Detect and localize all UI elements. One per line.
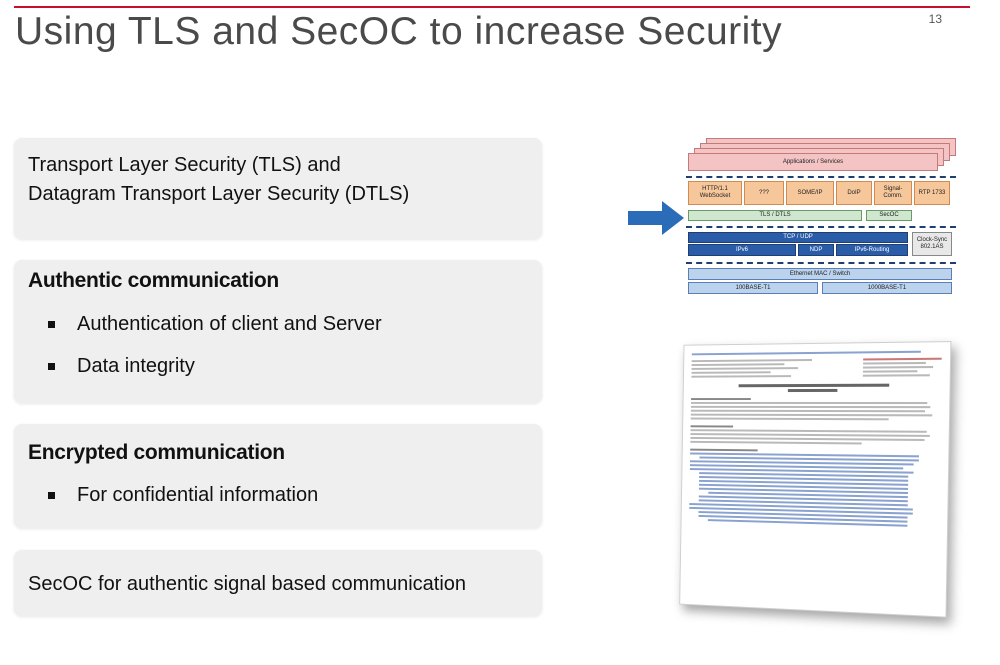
bullet-text: Data integrity	[77, 355, 195, 378]
dashed-divider	[686, 226, 956, 228]
secoc-box: SecOC for authentic signal based communi…	[14, 550, 542, 616]
phy-100base: 100BASE-T1	[688, 282, 818, 294]
ethernet-layer: Ethernet MAC / Switch	[688, 268, 952, 280]
applications-layer: Applications / Services	[688, 153, 938, 171]
protocol-unknown: ???	[744, 181, 784, 205]
secoc-text: SecOC for authentic signal based communi…	[28, 570, 528, 599]
protocol-signal-comm: Signal-Comm.	[874, 181, 912, 205]
slide-title: Using TLS and SecOC to increase Security	[15, 10, 782, 54]
rfc-document-thumbnail	[679, 341, 951, 618]
doc-line	[692, 351, 921, 356]
bullet-square-icon	[48, 492, 55, 499]
bullet-item: For confidential information	[28, 484, 528, 507]
encrypted-box: Encrypted communication For confidential…	[14, 424, 542, 528]
protocol-someip: SOME/IP	[786, 181, 834, 205]
tls-line-1: Transport Layer Security (TLS) and	[28, 151, 528, 180]
ipv6-routing-layer: IPv6-Routing	[836, 244, 908, 256]
dashed-divider	[686, 262, 956, 264]
protocol-http: HTTP/1.1 WebSocket	[688, 181, 742, 205]
protocol-doip: DoIP	[836, 181, 872, 205]
bullet-text: For confidential information	[77, 484, 318, 507]
clock-sync-layer: Clock-Sync 802.1AS	[912, 232, 952, 256]
tls-line-2: Datagram Transport Layer Security (DTLS)	[28, 180, 528, 209]
tls-dtls-layer: TLS / DTLS	[688, 210, 862, 221]
protocol-stack-diagram: Applications / Services HTTP/1.1 WebSock…	[686, 138, 956, 302]
phy-1000base: 1000BASE-T1	[822, 282, 952, 294]
tls-box: Transport Layer Security (TLS) and Datag…	[14, 138, 542, 239]
authentic-box: Authentic communication Authentication o…	[14, 260, 542, 403]
ipv6-layer: IPv6	[688, 244, 796, 256]
ndp-layer: NDP	[798, 244, 834, 256]
tcp-udp-layer: TCP / UDP	[688, 232, 908, 243]
authentic-heading: Authentic communication	[28, 269, 528, 293]
dashed-divider	[686, 176, 956, 178]
bullet-text: Authentication of client and Server	[77, 313, 382, 336]
title-rule	[14, 6, 970, 8]
protocol-rtp: RTP 1733	[914, 181, 950, 205]
encrypted-heading: Encrypted communication	[28, 441, 528, 465]
bullet-item: Authentication of client and Server	[28, 313, 528, 336]
pointer-arrow-icon	[628, 201, 684, 235]
bullet-square-icon	[48, 321, 55, 328]
bullet-item: Data integrity	[28, 355, 528, 378]
bullet-square-icon	[48, 363, 55, 370]
secoc-layer: SecOC	[866, 210, 912, 221]
slide-number: 13	[929, 12, 942, 26]
